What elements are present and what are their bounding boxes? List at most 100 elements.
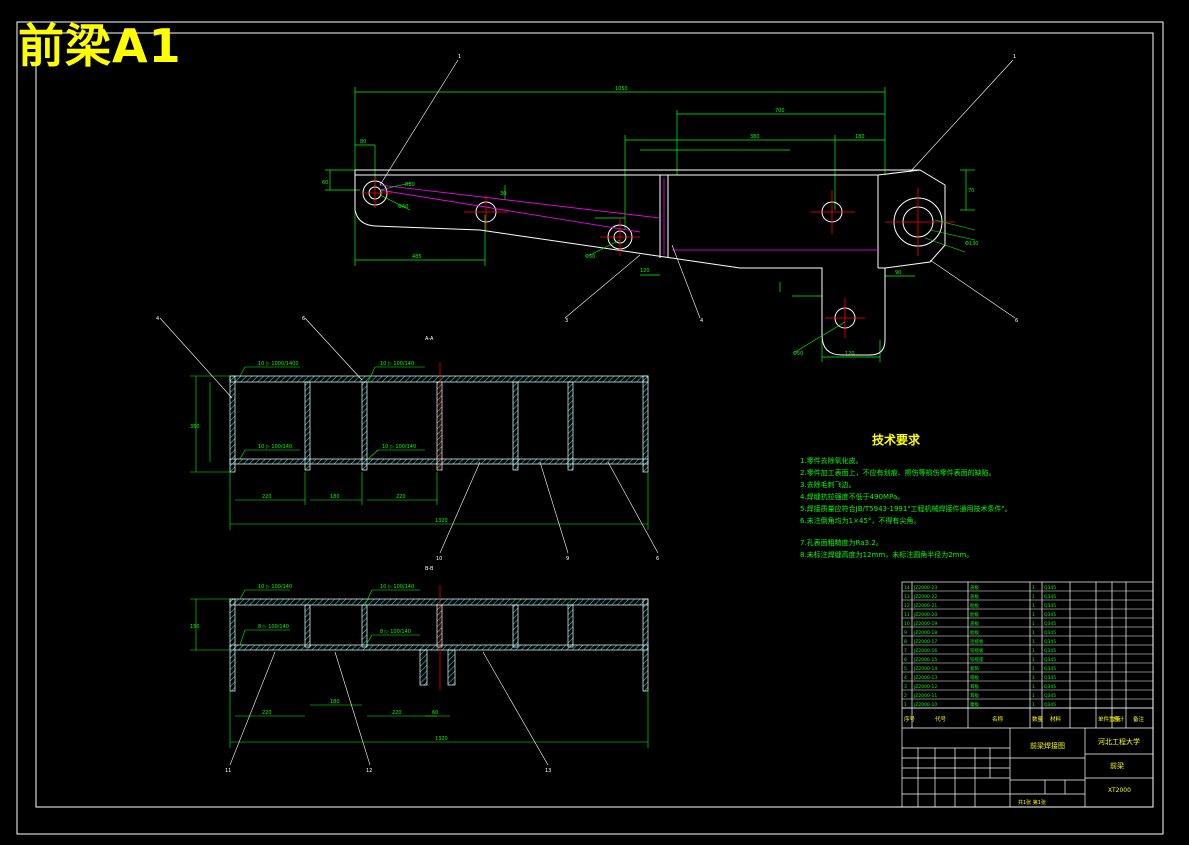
parts-cell: 盖板 — [970, 620, 979, 627]
part-name: 前梁 — [1110, 761, 1124, 770]
svg-text:8 ▷ 100/140: 8 ▷ 100/140 — [258, 624, 289, 630]
parts-cell: 耳板 — [970, 683, 979, 690]
svg-text:70: 70 — [968, 188, 974, 194]
parts-cell: Q345 — [1044, 621, 1056, 627]
svg-text:80: 80 — [360, 139, 366, 145]
svg-text:10 ▷ 1000/1400: 10 ▷ 1000/1400 — [258, 361, 299, 367]
parts-cell: 1 — [1032, 603, 1035, 609]
parts-cell: Q345 — [1044, 603, 1056, 609]
parts-cell: 2 — [904, 693, 907, 699]
parts-cell: 1 — [1032, 639, 1035, 645]
parts-header-cell: 代号 — [935, 715, 947, 723]
parts-cell: Q345 — [1044, 594, 1056, 600]
svg-text:220: 220 — [262, 710, 272, 716]
svg-text:10 ▷ 100/140: 10 ▷ 100/140 — [380, 584, 414, 590]
parts-cell: JZ2000-11 — [913, 693, 937, 699]
svg-text:10 ▷ 100/140: 10 ▷ 100/140 — [382, 444, 416, 450]
parts-cell: Q345 — [1044, 612, 1056, 618]
parts-cell: 盖板 — [970, 593, 979, 600]
parts-cell: JZ2000-18 — [913, 630, 937, 636]
parts-cell: 连接板 — [970, 638, 984, 645]
parts-cell: 隔板 — [970, 674, 979, 681]
parts-cell: 耳板 — [970, 692, 979, 699]
section-a-a-view: 220 180 220 1320 350 10 ▷ 1000/1400 10 ▷… — [156, 316, 659, 562]
title-block-labels: 前梁焊接图 河北工程大学 前梁 XT2000 共1张 第1张 — [1018, 737, 1140, 806]
parts-cell: Q345 — [1044, 675, 1056, 681]
parts-cell: 1 — [1032, 657, 1035, 663]
svg-text:6: 6 — [656, 556, 659, 562]
parts-cell: Q345 — [1044, 693, 1056, 699]
parts-cell: 5 — [904, 666, 907, 672]
parts-cell: 1 — [1032, 621, 1035, 627]
parts-cell: 腹板 — [970, 701, 979, 708]
svg-text:60: 60 — [322, 180, 328, 186]
parts-cell: Q345 — [1044, 639, 1056, 645]
parts-cell: JZ2000-15 — [913, 657, 937, 663]
parts-cell: 肋板 — [970, 629, 979, 636]
svg-text:4: 4 — [700, 318, 703, 324]
technical-requirements-list: 1.零件去除氧化皮。 2.零件加工表面上，不应有划痕、擦伤等损伤零件表面的缺陷。… — [800, 455, 1012, 561]
svg-text:1320: 1320 — [435, 736, 448, 742]
parts-cell: JZ2000-10 — [913, 702, 937, 708]
svg-text:60: 60 — [432, 710, 438, 716]
parts-cell: 1 — [1032, 693, 1035, 699]
parts-header-cell: 材料 — [1050, 715, 1062, 723]
svg-text:1: 1 — [458, 54, 461, 60]
sheet-title: 前梁A1 — [18, 19, 182, 73]
svg-text:120: 120 — [845, 351, 855, 357]
drawing-title: 前梁焊接图 — [1030, 741, 1065, 750]
svg-text:180: 180 — [855, 134, 865, 140]
svg-text:1050: 1050 — [615, 86, 628, 92]
parts-cell: 14 — [904, 585, 910, 591]
parts-header-cell: 序号 — [904, 715, 916, 723]
svg-text:380: 380 — [750, 134, 760, 140]
svg-text:6: 6 — [302, 316, 305, 322]
parts-cell: 1 — [1032, 585, 1035, 591]
parts-cell: 1 — [1032, 684, 1035, 690]
svg-text:700: 700 — [775, 108, 785, 114]
parts-cell: JZ2000-17 — [913, 639, 937, 645]
svg-text:3: 3 — [565, 318, 568, 324]
requirement-item: 6.未注倒角均为1×45°，不得有尖角。 — [800, 517, 921, 525]
svg-text:Φ40: Φ40 — [398, 204, 408, 210]
svg-text:220: 220 — [262, 494, 272, 500]
parts-cell: JZ2000-19 — [913, 621, 937, 627]
parts-cell: Q345 — [1044, 630, 1056, 636]
parts-cell: 3 — [904, 684, 907, 690]
parts-cell: 1 — [1032, 630, 1035, 636]
inner-border — [35, 32, 1154, 808]
svg-text:120: 120 — [640, 268, 650, 274]
svg-text:R80: R80 — [405, 182, 415, 188]
parts-cell: JZ2000-21 — [913, 603, 937, 609]
parts-cell: 1 — [1032, 594, 1035, 600]
svg-text:11: 11 — [225, 768, 231, 774]
parts-cell: JZ2000-14 — [913, 666, 937, 672]
parts-header-cell: 数量 — [1032, 715, 1044, 723]
svg-text:150: 150 — [190, 624, 200, 630]
parts-cell: JZ2000-16 — [913, 648, 937, 654]
parts-cell: 铰接座 — [970, 656, 984, 663]
svg-text:1: 1 — [1013, 54, 1016, 60]
section-b-b-view: 220 180 220 60 1320 150 10 ▷ 100/140 10 … — [190, 566, 649, 774]
requirement-item: 7.孔表面粗糙度为Ra3.2。 — [800, 539, 883, 547]
parts-cell: JZ2000-12 — [913, 684, 937, 690]
parts-cell: 1 — [1032, 666, 1035, 672]
parts-cell: 12 — [904, 603, 910, 609]
requirement-item: 3.去除毛刺飞边。 — [800, 481, 856, 489]
parts-cell: Q345 — [1044, 657, 1056, 663]
main-elevation-view: 1050 700 380 180 485 60 70 80 120 120 90… — [322, 54, 1018, 362]
parts-cell: 9 — [904, 630, 907, 636]
svg-text:220: 220 — [392, 710, 402, 716]
svg-text:12: 12 — [366, 768, 372, 774]
parts-header-cell: 单件重量 — [1098, 715, 1121, 723]
parts-cell: JZ2000-20 — [913, 612, 937, 618]
parts-cell: 6 — [904, 657, 907, 663]
parts-cell: Q345 — [1044, 684, 1056, 690]
requirement-item: 4.焊缝抗拉强度不低于490MPa。 — [800, 493, 905, 501]
parts-cell: 盖板 — [970, 584, 979, 591]
svg-text:6: 6 — [1015, 318, 1018, 324]
parts-cell: 肋板 — [970, 611, 979, 618]
svg-text:Φ50: Φ50 — [585, 254, 595, 260]
svg-text:8 ▷ 100/140: 8 ▷ 100/140 — [380, 629, 411, 635]
